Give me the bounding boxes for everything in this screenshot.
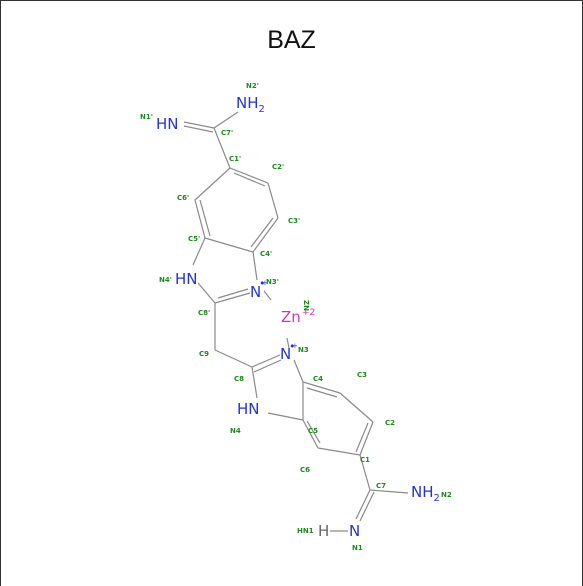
label-c5: C5 bbox=[308, 427, 318, 435]
bond-c3p-c4p-inner bbox=[250, 217, 274, 248]
bond-c8p-n3p-double bbox=[217, 288, 249, 299]
label-zn: ZN bbox=[302, 300, 310, 311]
atom-nh2-bottom: NH2 bbox=[411, 483, 440, 504]
bond-n4p-c8p bbox=[197, 282, 216, 304]
n-plus-bottom: + bbox=[292, 342, 298, 350]
label-c2: C2 bbox=[385, 419, 395, 427]
atom-hn-ring-bottom: HN bbox=[237, 400, 260, 418]
label-c1: C1 bbox=[360, 456, 370, 464]
bond-c6-c5 bbox=[302, 419, 319, 449]
atom-name-labels: N2' N1' C7' C1' C2' C6' C3' C5' C4' N4' … bbox=[140, 82, 452, 552]
label-hn1: HN1 bbox=[297, 527, 314, 535]
atom-symbols: NH2 HN HN N • + Zn +2 N • + HN NH2 N H bbox=[156, 94, 440, 540]
bond-c4-c3 bbox=[302, 381, 341, 394]
atom-n-bottom: N bbox=[349, 522, 360, 540]
bond-c1p-c2p bbox=[229, 167, 269, 184]
bond-c8-n3 bbox=[251, 354, 281, 368]
bond-c3-c2 bbox=[339, 392, 374, 423]
zn-charge: +2 bbox=[302, 308, 315, 318]
label-c7p: C7' bbox=[221, 129, 233, 137]
label-n2p: N2' bbox=[246, 82, 259, 90]
label-c3p: C3' bbox=[288, 217, 300, 225]
label-n4: N4 bbox=[230, 427, 241, 435]
bond-c4p-c5p bbox=[204, 237, 254, 253]
atom-hn-ring-top: HN bbox=[175, 270, 198, 288]
bond-c5p-c6p-inner bbox=[199, 199, 211, 237]
label-c4: C4 bbox=[313, 375, 323, 383]
diagram-title: BAZ bbox=[267, 26, 316, 54]
label-c7: C7 bbox=[376, 482, 386, 490]
bond-c2-c1 bbox=[359, 421, 374, 456]
bond-c8-n4 bbox=[251, 366, 258, 399]
charge-dot-top: • bbox=[259, 277, 266, 290]
label-c2p: C2' bbox=[272, 163, 284, 171]
label-c3: C3 bbox=[357, 371, 367, 379]
label-c9: C9 bbox=[199, 350, 209, 358]
bond-c8p-n3p bbox=[214, 292, 251, 304]
n-plus-top: + bbox=[262, 279, 268, 287]
atom-nh2-top: NH2 bbox=[236, 94, 265, 115]
bond-n3p-methyl bbox=[263, 290, 272, 301]
bond-c7p-n1p-double bbox=[183, 125, 214, 133]
bond-c2-c1-inner bbox=[355, 422, 369, 453]
bond-c7-n1 bbox=[355, 489, 371, 520]
bond-c7p-n1p bbox=[183, 121, 215, 129]
atom-hn-top: HN bbox=[156, 115, 179, 133]
bond-c7-n1-double bbox=[359, 491, 375, 522]
charge-dot-bottom: • bbox=[289, 340, 296, 353]
bond-c6-c5-inner bbox=[306, 420, 321, 444]
label-c8: C8 bbox=[234, 375, 244, 383]
bond-c7p-n2p bbox=[213, 111, 239, 129]
bond-c6p-c1p bbox=[194, 167, 231, 201]
bond-c1-c6 bbox=[317, 447, 361, 456]
bond-c7p-c1p bbox=[213, 127, 231, 169]
label-n4p: N4' bbox=[159, 276, 172, 284]
atom-h-bottom: H bbox=[318, 522, 329, 540]
label-n3: N3 bbox=[298, 346, 309, 354]
bond-c3p-c4p bbox=[252, 217, 279, 253]
bond-c5p-n4p bbox=[192, 237, 206, 266]
bond-c1-c7 bbox=[359, 454, 371, 491]
bond-c1p-c2p-inner bbox=[233, 172, 266, 187]
label-c4p: C4' bbox=[260, 250, 272, 258]
bond-n4-c5 bbox=[267, 412, 304, 421]
label-n3p: N3' bbox=[266, 278, 279, 286]
label-n1: N1 bbox=[352, 544, 363, 552]
bond-group bbox=[183, 111, 409, 532]
atom-n-ring-bottom: N bbox=[280, 345, 291, 363]
atom-zn: Zn bbox=[281, 308, 301, 326]
bond-c7-n2 bbox=[369, 489, 409, 494]
label-c6p: C6' bbox=[177, 194, 189, 202]
label-c5p: C5' bbox=[188, 235, 200, 243]
label-n2: N2 bbox=[441, 491, 452, 499]
bond-c9-c8 bbox=[214, 349, 253, 368]
bond-c4-c3-inner bbox=[306, 387, 338, 398]
bond-c2p-c3p bbox=[267, 182, 279, 219]
bond-n3-c4 bbox=[293, 359, 304, 383]
bond-n3-methyl bbox=[286, 337, 290, 349]
bond-n3p-c4p bbox=[252, 251, 258, 281]
atom-n-ring-top: N bbox=[250, 283, 261, 301]
bond-c5p-c6p bbox=[194, 199, 206, 239]
label-c8p: C8' bbox=[198, 309, 210, 317]
label-c1p: C1' bbox=[229, 155, 241, 163]
bond-c8-n3-double bbox=[253, 359, 282, 373]
label-c6: C6 bbox=[300, 466, 310, 474]
label-n1p: N1' bbox=[140, 113, 153, 121]
